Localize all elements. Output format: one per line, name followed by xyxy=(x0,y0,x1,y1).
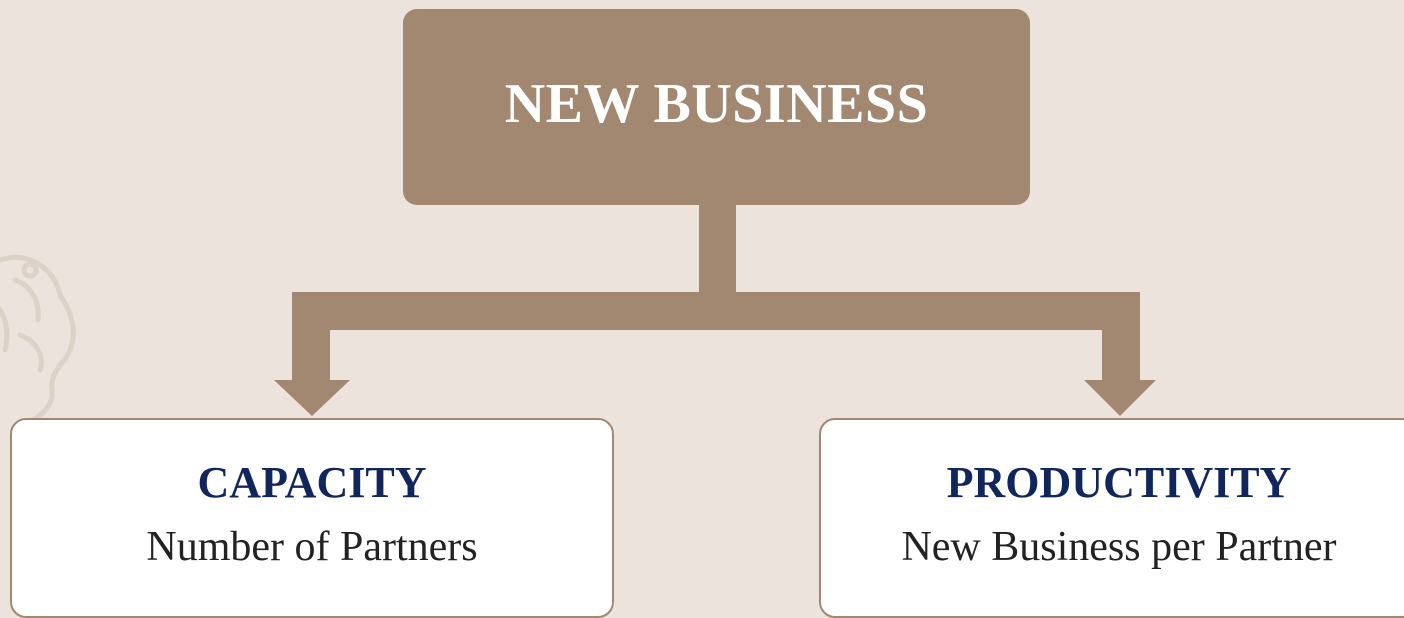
root-title: NEW BUSINESS xyxy=(504,73,929,135)
child-node-capacity: CAPACITY Number of Partners xyxy=(10,418,614,618)
root-node: NEW BUSINESS xyxy=(403,9,1030,205)
connector-left-drop xyxy=(292,292,330,382)
child-title-capacity: CAPACITY xyxy=(197,458,427,507)
watermark-logo-icon xyxy=(0,254,76,428)
child-node-productivity: PRODUCTIVITY New Business per Partner xyxy=(819,418,1404,618)
connector-bar xyxy=(292,292,1140,330)
right-arrowhead-icon xyxy=(1084,380,1156,416)
child-subtitle-capacity: Number of Partners xyxy=(146,524,478,570)
connector-stem xyxy=(699,205,736,293)
child-subtitle-productivity: New Business per Partner xyxy=(901,524,1337,570)
left-arrowhead-icon xyxy=(274,380,350,416)
child-title-productivity: PRODUCTIVITY xyxy=(946,458,1292,507)
connector-right-drop xyxy=(1102,292,1140,382)
